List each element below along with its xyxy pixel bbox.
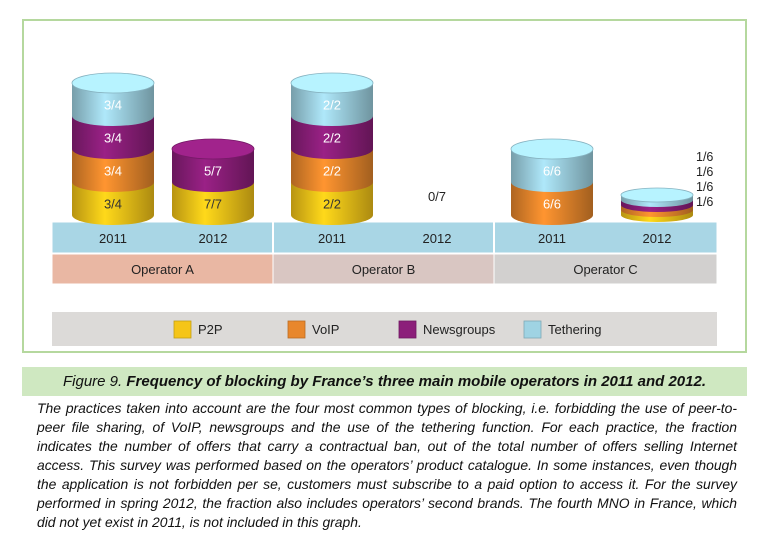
- cylinder-segment-tethering: [511, 149, 593, 192]
- data-label: 1/6: [696, 165, 713, 179]
- legend-swatch: [398, 320, 417, 339]
- year-label: 2011: [318, 231, 346, 246]
- cylinder-segment-voip: [72, 149, 154, 192]
- data-label: 2/2: [323, 197, 341, 212]
- cylinder-top-cap: [510, 138, 594, 160]
- legend-label: Newsgroups: [423, 322, 496, 337]
- legend-label: VoIP: [312, 322, 339, 337]
- data-label: 1/6: [696, 150, 713, 164]
- data-label: 3/4: [104, 197, 122, 212]
- operator-label: Operator C: [573, 262, 637, 277]
- data-label: 3/4: [104, 131, 122, 146]
- data-label: 0/7: [428, 189, 446, 204]
- cylinder-segment-tethering: [291, 83, 373, 126]
- cylinder-segment-p2p: [291, 182, 373, 225]
- legend-label: P2P: [198, 322, 223, 337]
- cylinder-segment-voip: [291, 149, 373, 192]
- legend-swatch: [287, 320, 306, 339]
- year-label: 2012: [199, 231, 228, 246]
- data-label: 2/2: [323, 164, 341, 179]
- data-label: 1/6: [696, 195, 713, 209]
- data-label: 1/6: [696, 180, 713, 194]
- data-label: 5/7: [204, 164, 222, 179]
- year-label: 2012: [643, 231, 672, 246]
- figure-number: Figure 9.: [62, 373, 123, 390]
- data-label: 6/6: [543, 164, 561, 179]
- figure-title-band: Figure 9. Frequency of blocking by Franc…: [22, 367, 747, 396]
- year-label: 2012: [423, 231, 452, 246]
- data-label: 6/6: [543, 197, 561, 212]
- data-label: 2/2: [323, 98, 341, 113]
- operator-label: Operator B: [352, 262, 416, 277]
- cylinder-segment-tethering: [72, 83, 154, 126]
- operator-band: [51, 253, 274, 285]
- figure-title-text: Frequency of blocking by France’s three …: [126, 373, 706, 390]
- data-label: 3/4: [104, 98, 122, 113]
- cylinder-top-cap: [71, 72, 155, 94]
- data-label: 7/7: [204, 197, 222, 212]
- data-label: 3/4: [104, 164, 122, 179]
- cylinder-segment-newsgroups: [291, 116, 373, 159]
- operator-band: [493, 253, 718, 285]
- cylinder-segment-voip: [511, 182, 593, 225]
- legend-swatch: [523, 320, 542, 339]
- operator-band: [272, 253, 495, 285]
- figure-caption: The practices taken into account are the…: [37, 400, 737, 530]
- data-label: 2/2: [323, 131, 341, 146]
- cylinder-top-cap: [620, 187, 694, 203]
- operator-label: Operator A: [131, 262, 194, 277]
- cylinder-segment-newsgroups: [72, 116, 154, 159]
- cylinder-top-cap: [290, 72, 374, 94]
- cylinder-segment-newsgroups: [172, 149, 254, 192]
- cylinder-segment-p2p: [172, 182, 254, 225]
- legend-swatch: [173, 320, 192, 339]
- year-band: [51, 221, 718, 254]
- legend-label: Tethering: [548, 322, 601, 337]
- cylinder-top-cap: [171, 138, 255, 160]
- legend-band: [52, 312, 717, 346]
- cylinder-segment-p2p: [72, 182, 154, 225]
- figure-title: Figure 9. Frequency of blocking by Franc…: [22, 373, 747, 390]
- year-label: 2011: [538, 231, 566, 246]
- year-label: 2011: [99, 231, 127, 246]
